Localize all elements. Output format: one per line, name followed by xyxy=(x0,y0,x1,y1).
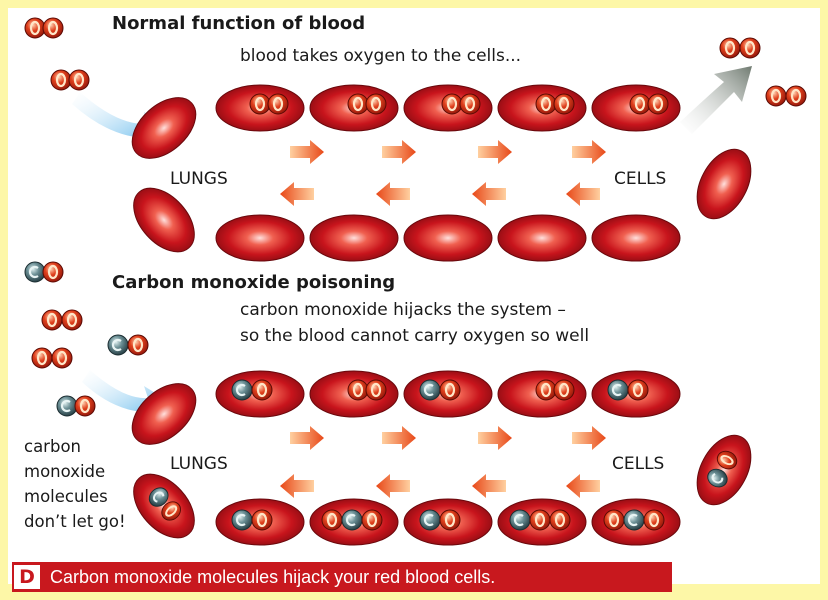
caption-bar: D Carbon monoxide molecules hijack your … xyxy=(12,562,672,592)
red-blood-cell xyxy=(121,176,207,264)
red-blood-cell xyxy=(121,462,207,550)
co-note-line: don’t let go! xyxy=(24,512,126,531)
flow-arrow-right xyxy=(290,426,324,450)
red-blood-cell xyxy=(591,84,681,132)
normal-section-art xyxy=(23,16,808,264)
co-note-line: monoxide xyxy=(24,462,106,481)
flow-arrow-right xyxy=(382,140,416,164)
red-blood-cell xyxy=(215,498,305,546)
red-blood-cell xyxy=(309,214,399,262)
co-section-title: Carbon monoxide poisoning xyxy=(112,272,396,293)
red-blood-cell xyxy=(215,370,305,418)
co-section-subtitle-line2: so the blood cannot carry oxygen so well xyxy=(240,326,590,346)
flow-arrow-right xyxy=(572,426,606,450)
normal-section-title: Normal function of blood xyxy=(112,13,366,34)
red-blood-cell xyxy=(120,371,208,457)
flow-arrow-left xyxy=(566,474,600,498)
red-blood-cell xyxy=(591,370,681,418)
caption-letter: D xyxy=(14,565,40,589)
co-lungs-label: LUNGS xyxy=(170,454,228,474)
red-blood-cell xyxy=(215,214,305,262)
flow-arrow-left xyxy=(376,474,410,498)
red-blood-cell xyxy=(591,498,681,546)
red-blood-cell xyxy=(309,370,399,418)
red-blood-cell xyxy=(497,214,587,262)
co-section-subtitle-line1: carbon monoxide hijacks the system – xyxy=(240,300,566,320)
flow-arrow-right xyxy=(478,140,512,164)
co-molecule xyxy=(55,394,97,418)
co-section-art xyxy=(23,260,763,550)
red-blood-cell xyxy=(403,370,493,418)
co-note: carbon monoxide molecules don’t let go! xyxy=(24,434,126,534)
co-cells-label: CELLS xyxy=(612,454,665,474)
red-blood-cell xyxy=(591,214,681,262)
flow-arrow-left xyxy=(280,182,314,206)
red-blood-cell xyxy=(215,84,305,132)
flow-arrow-right xyxy=(382,426,416,450)
red-blood-cell xyxy=(309,84,399,132)
flow-arrow-left xyxy=(472,474,506,498)
normal-lungs-label: LUNGS xyxy=(170,169,228,189)
grey-arrow xyxy=(680,66,752,134)
flow-arrow-left xyxy=(376,182,410,206)
oxygen-molecule xyxy=(30,346,74,370)
oxygen-molecule xyxy=(40,308,84,332)
normal-cells-label: CELLS xyxy=(614,169,667,189)
red-blood-cell xyxy=(403,214,493,262)
co-molecule xyxy=(23,260,65,284)
co-note-line: molecules xyxy=(24,487,108,506)
co-molecule xyxy=(106,333,150,357)
oxygen-molecule xyxy=(764,84,808,108)
blood-diagram-art xyxy=(23,16,808,550)
flow-arrow-right xyxy=(478,426,512,450)
oxygen-molecule xyxy=(23,16,65,40)
caption-text: Carbon monoxide molecules hijack your re… xyxy=(50,566,496,587)
co-note-line: carbon xyxy=(24,437,81,456)
red-blood-cell xyxy=(403,498,493,546)
diagram-page: Normal function of blood blood takes oxy… xyxy=(8,8,820,592)
red-blood-cell xyxy=(497,84,587,132)
oxygen-molecule xyxy=(718,36,762,60)
red-blood-cell xyxy=(685,425,763,515)
red-blood-cell xyxy=(309,498,399,546)
oxygen-molecule xyxy=(49,68,91,92)
flow-arrow-left xyxy=(566,182,600,206)
flow-arrow-right xyxy=(290,140,324,164)
normal-section-subtitle: blood takes oxygen to the cells... xyxy=(240,46,522,66)
red-blood-cell xyxy=(403,84,493,132)
red-blood-cell xyxy=(497,370,587,418)
flow-arrow-right xyxy=(572,140,606,164)
red-blood-cell xyxy=(685,139,763,229)
flow-arrow-left xyxy=(280,474,314,498)
red-blood-cell xyxy=(497,498,587,546)
flow-arrow-left xyxy=(472,182,506,206)
